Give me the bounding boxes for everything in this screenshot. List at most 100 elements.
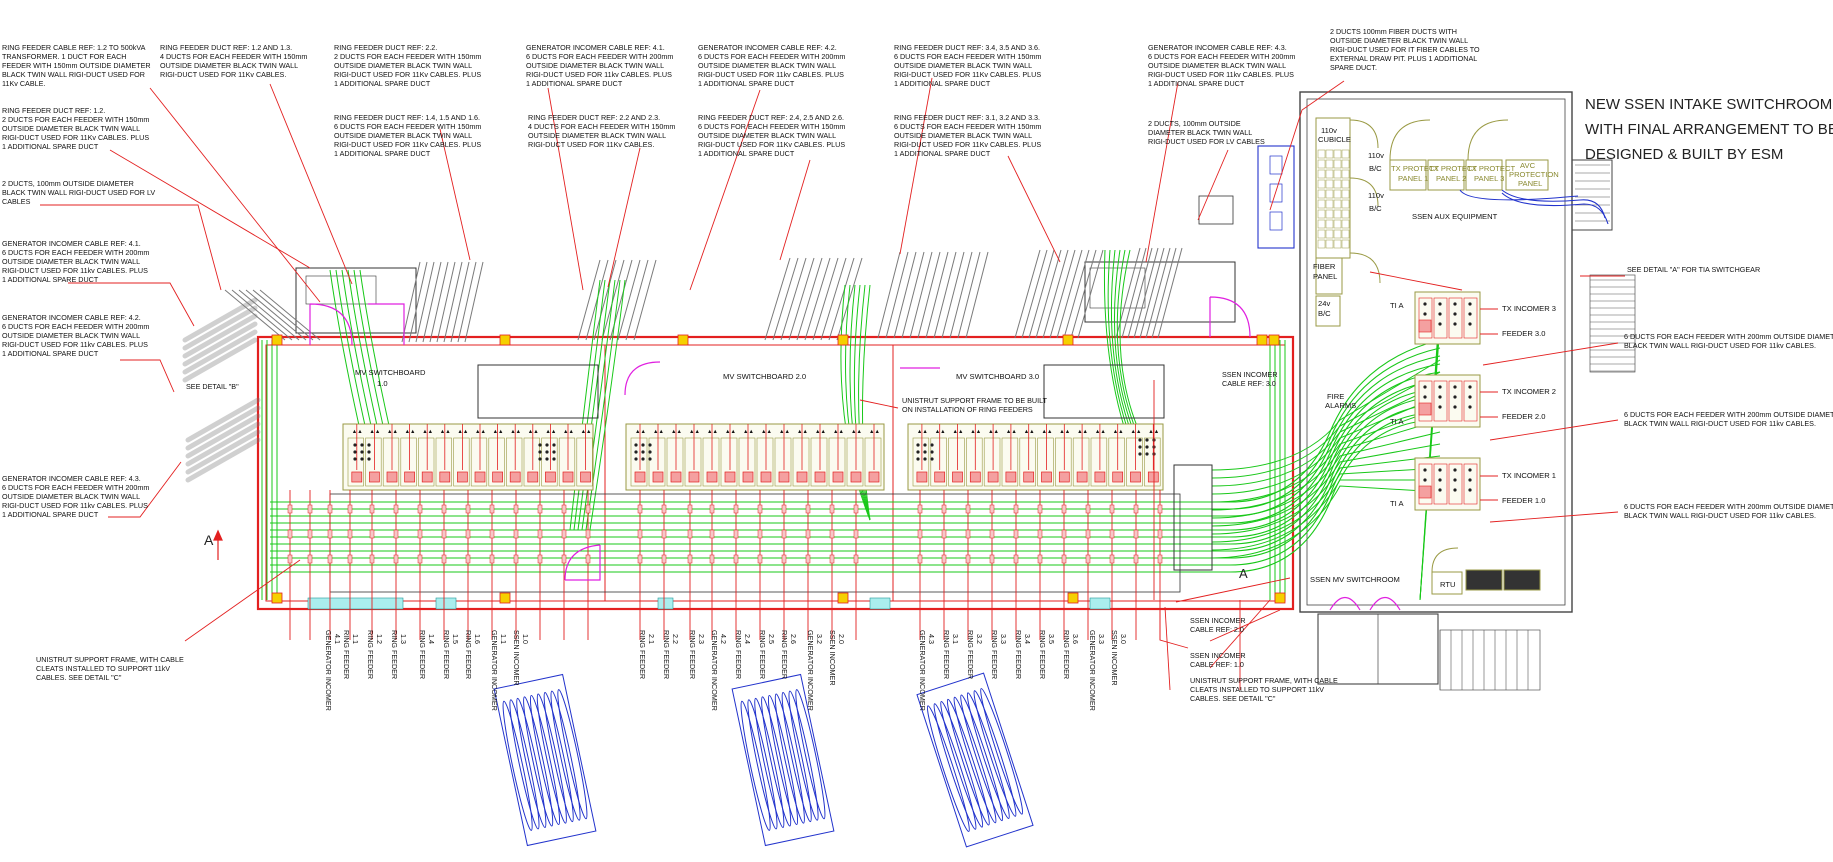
tia-dot — [1453, 488, 1457, 492]
panel-breaker — [934, 471, 946, 483]
cable-risers — [287, 490, 1163, 640]
switchgear-panel — [541, 437, 558, 487]
it-cabinet-slot-3 — [1269, 211, 1283, 231]
cable-run-curve — [569, 279, 601, 531]
riser-cleat — [585, 504, 591, 514]
panel-breaker — [369, 471, 380, 483]
drum-coil — [980, 688, 1024, 815]
cable-run-right — [1211, 485, 1441, 559]
cubicle-cell — [1333, 149, 1342, 159]
leader-line — [149, 87, 321, 303]
tia-dot — [1453, 478, 1457, 482]
panel-tag: ▲▲ — [869, 429, 880, 435]
duct-line — [1157, 247, 1183, 339]
cubicle-cell — [1325, 209, 1334, 219]
panel-tag: ▲▲ — [953, 429, 964, 435]
door-swing-2 — [1349, 177, 1379, 207]
duct-line — [901, 251, 925, 339]
feeder-label-number: 3.2 — [815, 634, 824, 644]
tia-label-3: TI A — [1390, 301, 1404, 310]
panel-breaker — [1130, 471, 1141, 483]
panel-breaker — [832, 471, 844, 483]
duct-line — [804, 257, 831, 341]
panel-dot — [1145, 452, 1149, 456]
duct-line — [464, 261, 484, 343]
panel-dot — [916, 443, 920, 447]
note-see-detail-a: SEE DETAIL "A" FOR TIA SWITCHGEAR — [1627, 265, 1760, 274]
cubicle-cell — [1317, 239, 1326, 249]
cable-run-right — [1211, 443, 1441, 527]
leader-line — [859, 399, 899, 409]
switchgear-panel — [738, 437, 756, 487]
riser-cleat — [537, 554, 543, 564]
ssen-building-outline — [1299, 91, 1573, 613]
panel-breaker — [562, 471, 574, 483]
panel-tag: ▲▲ — [815, 429, 826, 435]
riser-cleat — [347, 504, 353, 514]
wall-marker — [677, 334, 689, 346]
panel-breaker — [1094, 471, 1106, 483]
cable-run-curve — [845, 284, 871, 521]
switchgear-panel — [756, 437, 774, 487]
title-line-1: NEW SSEN INTAKE SWITCHROOM LAYOUT — [1585, 96, 1833, 113]
tia-dot — [1468, 395, 1472, 399]
duct-line — [820, 257, 847, 341]
panel-dot — [538, 443, 542, 447]
panel-dot — [360, 450, 364, 454]
panel-dot — [916, 450, 920, 454]
panel-breaker — [1112, 471, 1124, 483]
cable-run-right — [1211, 371, 1441, 479]
switchgear-panel — [630, 437, 648, 487]
cable-run-curve — [585, 279, 621, 531]
riser-cleat — [965, 504, 971, 514]
riser-cleat — [585, 529, 591, 539]
it-cabinet-slot-2 — [1269, 183, 1283, 203]
riser-cleat — [441, 554, 447, 564]
panel-tag: ▲▲ — [725, 429, 736, 435]
panel-tag: ▲▲ — [405, 429, 416, 435]
tia-dot — [1423, 302, 1427, 306]
cubicle-cell — [1341, 169, 1350, 179]
riser-cleat — [805, 554, 811, 564]
panel-breaker — [509, 471, 521, 483]
duct-line — [601, 259, 625, 341]
tia-label-1: TI A — [1390, 499, 1404, 508]
feeder-label-number: 2.6 — [789, 634, 798, 644]
cable-run — [270, 347, 1441, 510]
door-ssen-2 — [1369, 596, 1401, 611]
tia-dot — [1468, 302, 1472, 306]
feeder-label-number: 3.6 — [1071, 634, 1080, 644]
riser-cleat — [965, 529, 971, 539]
panel-breaker — [778, 471, 790, 483]
note-rf-duct-1-2-1-3: RING FEEDER DUCT REF: 1.2 AND 1.3.4 DUCT… — [160, 43, 307, 79]
panel-breaker — [474, 471, 486, 483]
switchgear-panel — [966, 437, 983, 487]
section-marker-left — [213, 529, 223, 560]
tia-dot — [1453, 302, 1457, 306]
panel-breaker — [1058, 471, 1070, 483]
wall-marker — [837, 592, 849, 604]
riser-cleat — [1109, 529, 1115, 539]
cubicle-cell — [1341, 209, 1350, 219]
drum-coil — [754, 697, 785, 828]
panel-tag: ▲▲ — [851, 429, 862, 435]
duct-tube — [182, 337, 258, 383]
cable-run-right — [1211, 359, 1441, 471]
riser-cleat — [489, 554, 495, 564]
duct-line — [1127, 247, 1153, 339]
tia-dot — [1468, 385, 1472, 389]
duct-line — [877, 251, 901, 339]
cubicle-cell — [1317, 179, 1326, 189]
panel-dot — [353, 450, 357, 454]
mv-switchboard-2-label: MV SWITCHBOARD 2.0 — [723, 372, 806, 381]
switchgear-panel — [470, 437, 488, 487]
it-cabinet-slot-1 — [1269, 155, 1283, 175]
tia-cell — [1448, 463, 1463, 505]
door-swing-5 — [1349, 252, 1381, 284]
